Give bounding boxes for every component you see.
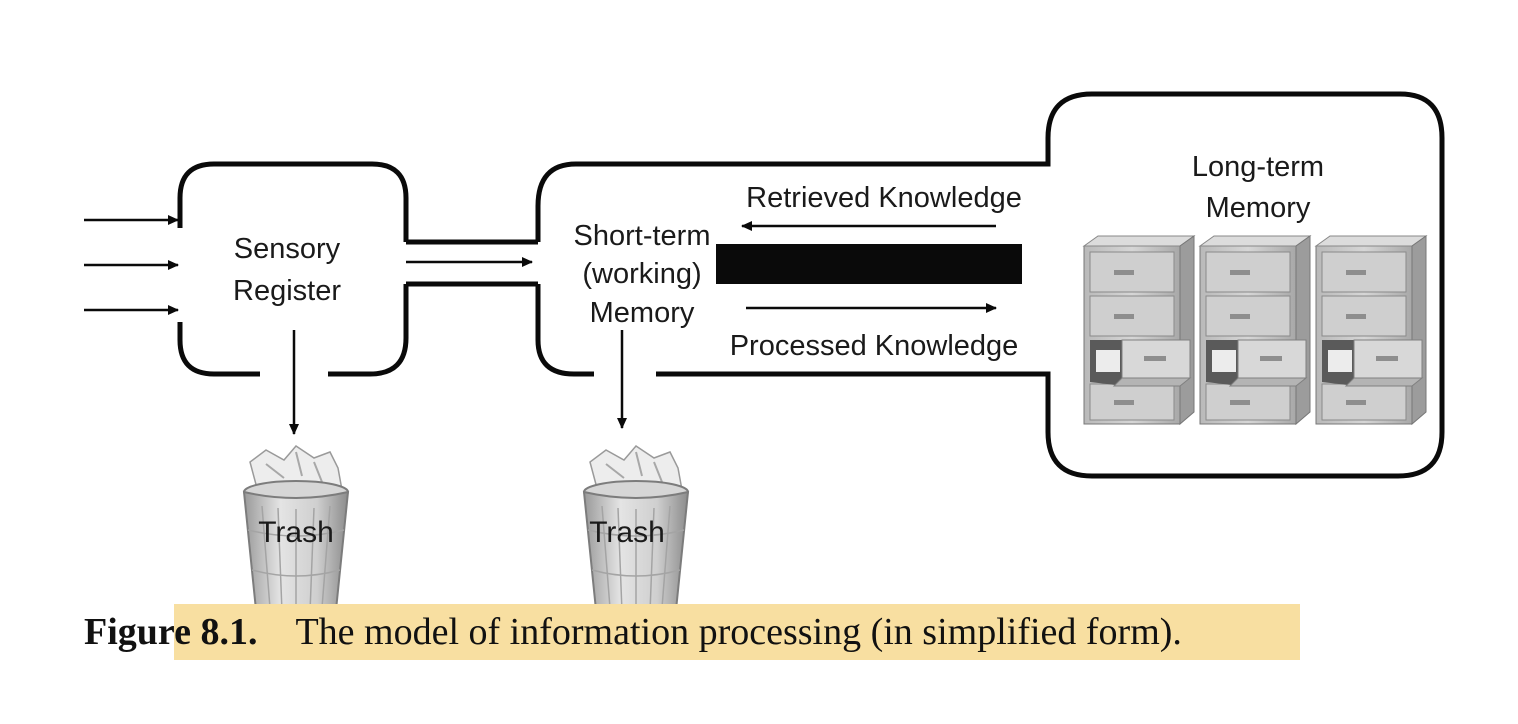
- long-term-memory-label: Memory: [1206, 192, 1311, 224]
- memory-link-bar: [716, 244, 1022, 284]
- short-term-memory-label: (working): [582, 258, 701, 290]
- filing-cabinet-icon: [1315, 235, 1427, 425]
- sensory-register-label: Sensory: [234, 233, 341, 265]
- filing-cabinet-icon: [1199, 235, 1311, 425]
- short-term-memory-label: Short-term: [574, 220, 711, 252]
- connector-channel: [406, 239, 538, 287]
- sensory-register-box: [177, 161, 409, 377]
- trash-label: Trash: [258, 516, 334, 549]
- sensory-register-label: Register: [233, 275, 341, 307]
- long-term-memory-label: Long-term: [1192, 151, 1324, 183]
- figure-number: Figure 8.1.: [84, 611, 258, 653]
- filing-cabinet-icon: [1083, 235, 1195, 425]
- trash-label: Trash: [589, 516, 665, 549]
- short-term-memory-label: Memory: [590, 297, 695, 329]
- caption-text: Figure 8.1. The model of information proc…: [84, 610, 1182, 654]
- figure-title: The model of information processing (in …: [295, 611, 1182, 653]
- memory-enclosure: [535, 91, 1445, 479]
- processed-knowledge-label: Processed Knowledge: [730, 330, 1019, 362]
- caption-highlight: [174, 604, 1300, 660]
- retrieved-knowledge-label: Retrieved Knowledge: [746, 182, 1022, 214]
